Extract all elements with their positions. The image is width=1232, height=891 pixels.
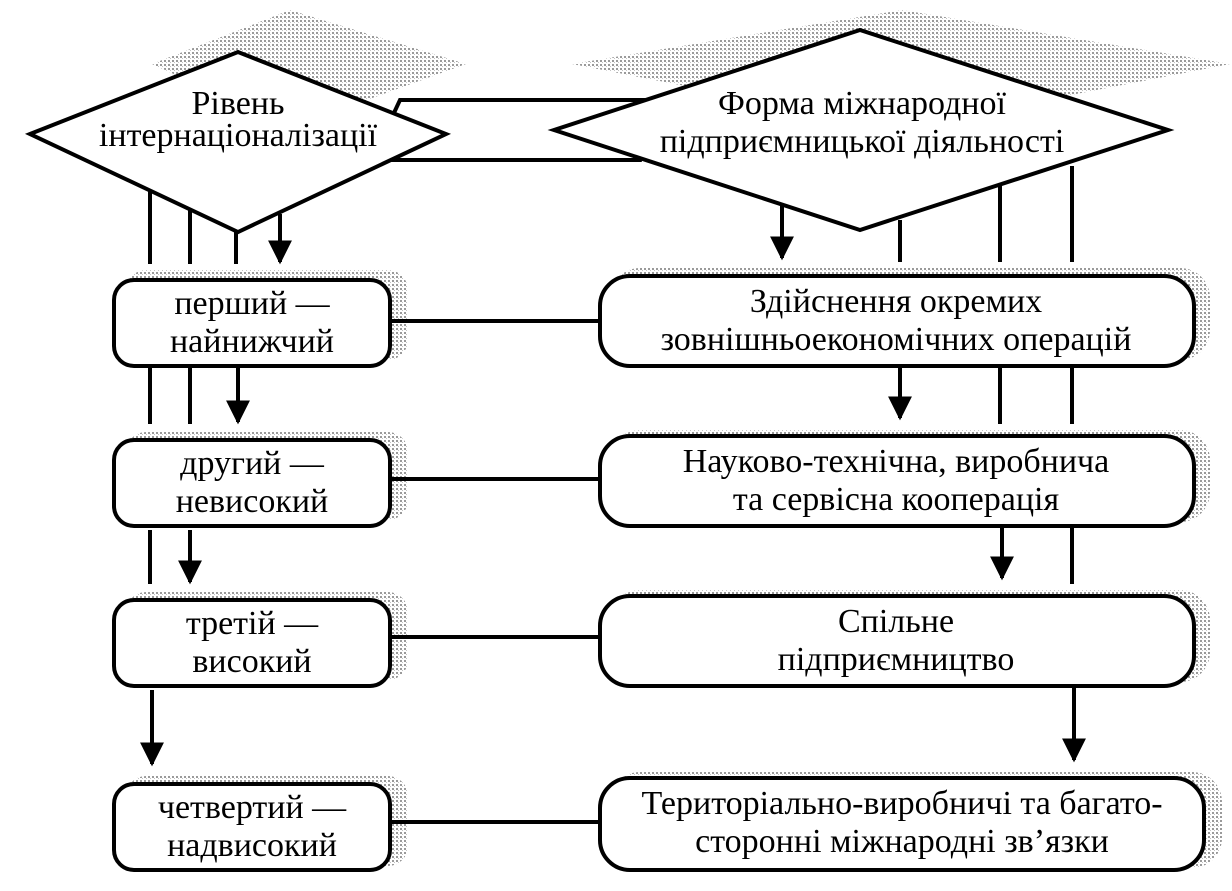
level-3-frame — [112, 598, 392, 688]
level-1-line-1: перший — — [174, 285, 330, 322]
form-box-1: Здійснення окремих зовнішньоекономічних … — [598, 274, 1196, 368]
form-3-line-1: Спільне — [838, 603, 954, 640]
level-2-frame — [112, 438, 392, 528]
right-header-line-1: Форма міжнародної — [718, 85, 1006, 122]
form-1-line-2: зовнішньоекономічних операцій — [661, 321, 1132, 358]
form-1-line-1: Здійснення окремих — [750, 283, 1042, 320]
right-header: Форма міжнародної підприємницької діяльн… — [547, 27, 1175, 233]
form-box-3: Спільне підприємництво — [598, 594, 1196, 688]
level-3-line-2: високий — [192, 643, 311, 680]
form-4-line-1: Територіально-виробничі та багато- — [641, 785, 1162, 822]
left-header-line-1: Рівень — [191, 85, 284, 122]
left-header-line-2: інтернаціоналізації — [99, 117, 378, 154]
form-1-frame — [598, 274, 1196, 368]
level-2-line-1: другий — — [180, 445, 325, 482]
level-box-4: четвертий — надвисокий — [112, 782, 392, 872]
left-header: Рівень інтернаціоналізації — [24, 49, 452, 235]
right-header-diamond — [547, 27, 1175, 233]
form-4-frame — [598, 776, 1206, 872]
level-2-line-2: невисокий — [176, 483, 329, 520]
level-box-2: другий — невисокий — [112, 438, 392, 528]
form-2-line-2: та сервісна кооперація — [733, 481, 1060, 518]
form-box-2: Науково-технічна, виробнича та сервісна … — [598, 434, 1196, 528]
level-box-1: перший — найнижчий — [112, 278, 392, 368]
connectors — [140, 98, 1086, 824]
form-2-line-1: Науково-технічна, виробнича — [683, 443, 1110, 480]
left-header-diamond — [24, 49, 452, 235]
level-1-line-2: найнижчий — [170, 323, 334, 360]
form-4-line-2: сторонні міжнародні зв’язки — [695, 823, 1109, 860]
level-4-line-1: четвертий — — [158, 789, 347, 826]
level-4-frame — [112, 782, 392, 872]
level-4-line-2: надвисокий — [167, 827, 337, 864]
right-header-line-2: підприємницької діяльності — [660, 123, 1065, 160]
form-3-frame — [598, 594, 1196, 688]
form-3-line-2: підприємництво — [778, 641, 1015, 678]
form-box-4: Територіально-виробничі та багато- сторо… — [598, 776, 1206, 872]
level-box-3: третій — високий — [112, 598, 392, 688]
level-1-frame — [112, 278, 392, 368]
form-2-frame — [598, 434, 1196, 528]
level-3-line-1: третій — — [186, 605, 319, 642]
